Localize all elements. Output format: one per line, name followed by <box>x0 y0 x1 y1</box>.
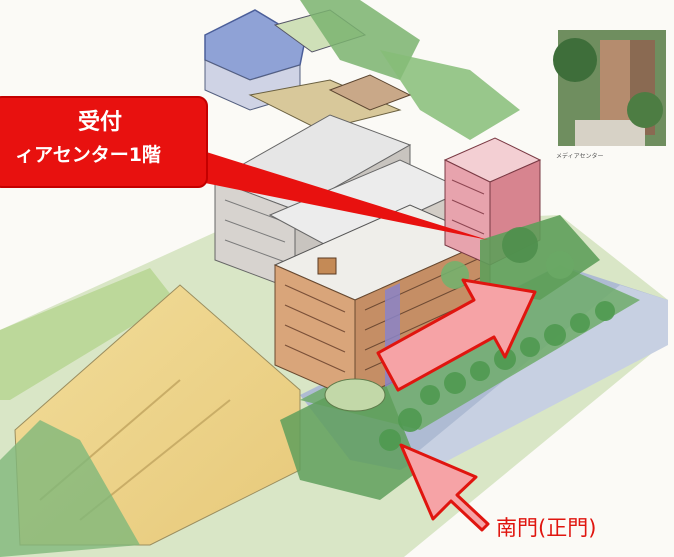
reception-callout: 受付 ィアセンター1階 <box>0 96 208 188</box>
tree-band-southwest <box>280 370 420 500</box>
photo-tree <box>553 38 597 82</box>
tree <box>546 251 574 279</box>
photo-tree <box>627 92 663 128</box>
reception-location: ィアセンター1階 <box>15 144 161 166</box>
main-building-side-windows <box>364 257 481 371</box>
rooftop-tank <box>317 257 337 275</box>
main-building-windows <box>284 284 346 373</box>
reception-title: 受付 <box>77 110 122 135</box>
photo-path <box>575 120 645 146</box>
photo-caption: メディアセンター <box>556 153 604 160</box>
front-garden-circle <box>324 378 386 412</box>
tree <box>502 227 538 263</box>
callout-pointer <box>200 150 488 240</box>
tree <box>441 261 469 289</box>
media-center-windows <box>451 179 485 235</box>
courts-area <box>248 79 402 131</box>
arrow-icon <box>376 278 537 392</box>
arrow-icon <box>399 443 490 532</box>
back-building-windows <box>224 199 286 263</box>
tree-band-bottom-left <box>0 420 140 557</box>
road-outer-edge <box>410 285 668 470</box>
south-gate-label: 南門(正門) <box>496 516 597 540</box>
south-tree-row <box>379 301 615 451</box>
top-right-trees <box>380 50 520 140</box>
small-house <box>328 74 412 111</box>
left-grass-strip <box>0 268 175 400</box>
